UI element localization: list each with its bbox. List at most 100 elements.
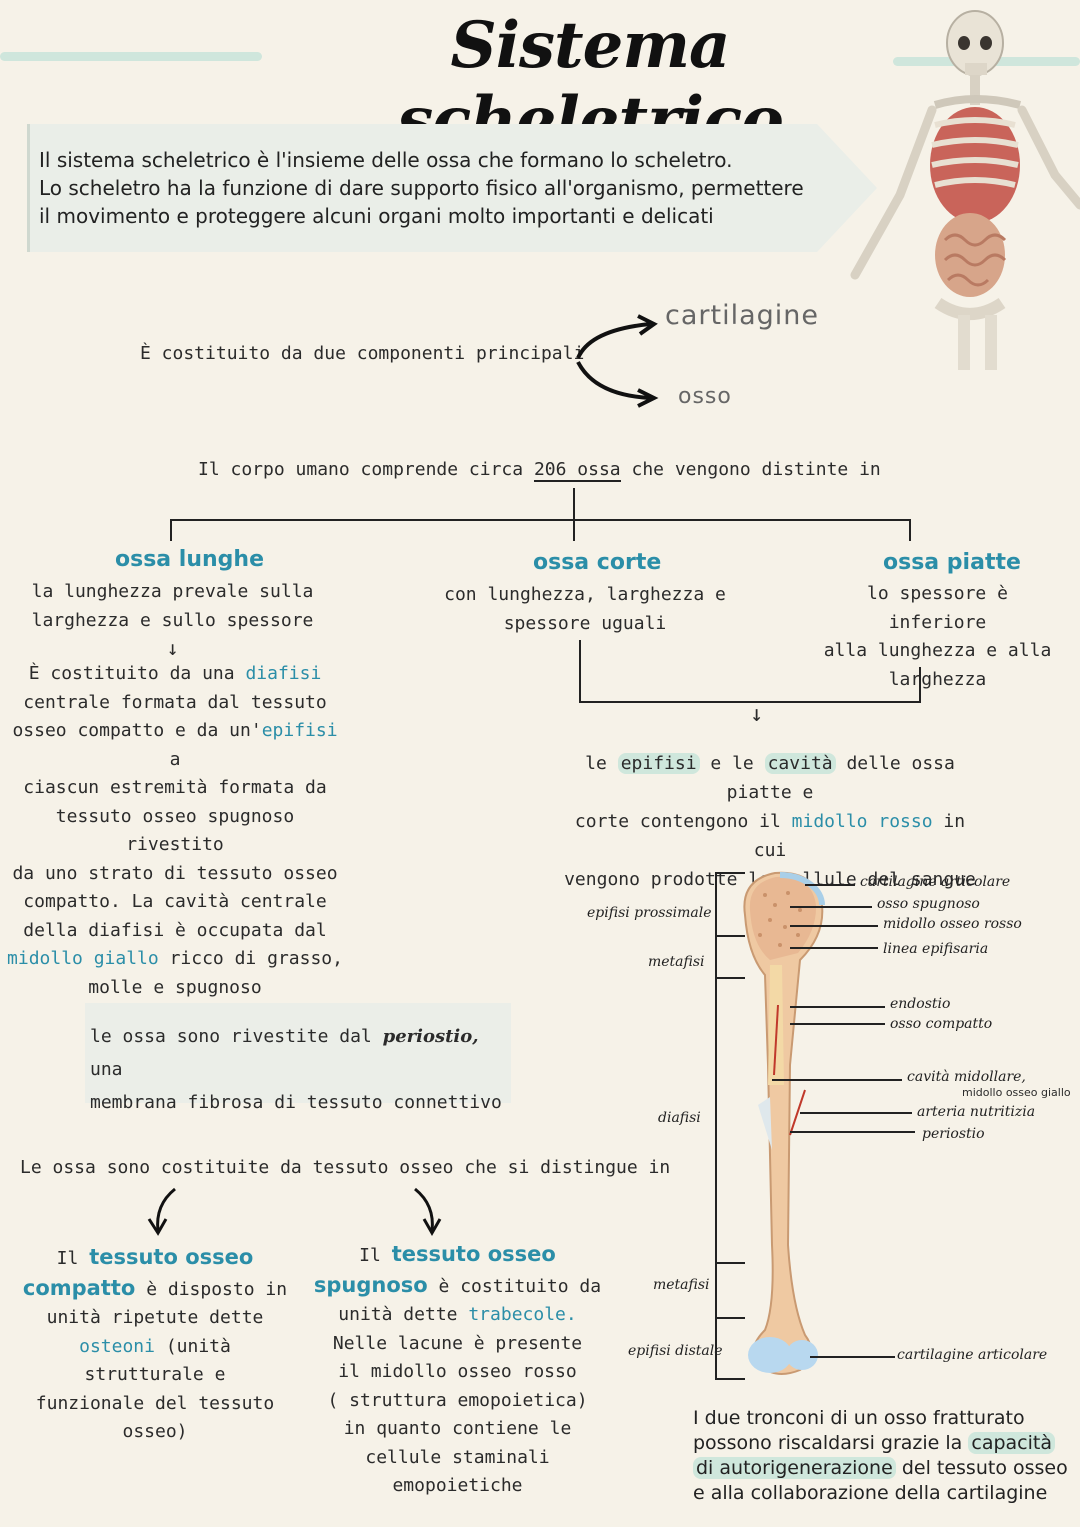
st-l6: ( struttura emopoietica) [327,1389,588,1411]
down-arrow-icon: ↓ [166,636,179,660]
pn-t3: membrana fibrosa di tessuto connettivo [90,1092,502,1113]
label-midollo-osseo-giallo: midollo osseo giallo [962,1086,1071,1099]
lb-p2: centrale formata dal tessuto [23,691,327,713]
st-l1b: tessuto osseo [391,1242,556,1266]
mn-midollo-rosso: midollo rosso [791,811,933,832]
st-l4: Nelle lacune è presente [332,1332,583,1354]
label-metafisi-top: metafisi [648,954,705,970]
lb-midollo-giallo: midollo giallo [7,948,159,969]
fn-autorigenerazione: di autorigenerazione [693,1457,896,1479]
st-l8: cellule staminali [365,1446,550,1468]
label-osso-compatto: osso compatto [890,1016,993,1032]
long-bones-paragraph: È costituito da una diafisi centrale for… [5,660,345,1002]
classification-pre: Il corpo umano comprende circa [198,459,524,480]
intro-line-1: Il sistema scheletrico è l'insieme delle… [39,148,733,172]
periostio-note-box: le ossa sono rivestite dal periostio, un… [85,1003,511,1113]
lb-p4: ciascun estremità formata da [23,777,327,798]
short-bones-desc-2: spessore uguali [503,612,667,634]
label-linea-epifisaria: linea epifisaria [883,941,989,957]
label-metafisi-bottom: metafisi [653,1277,710,1293]
st-l1a: Il [359,1245,381,1266]
tree-stem [573,488,575,520]
fn-l3b: del tessuto osseo [901,1457,1068,1479]
st-l5: il midollo osseo rosso [338,1361,577,1382]
bone-bracket-tick-2 [715,935,745,937]
flat-bones-desc-2: alla lunghezza e alla [823,640,1052,661]
label-cartilagine-articolare-bottom: cartilagine articolare [897,1347,1048,1363]
ct-l5: strutturale e [84,1364,226,1385]
label-arteria-nutritizia: arteria nutritizia [917,1104,1036,1120]
mn-t1: le [585,753,607,774]
leader-endostio [790,1006,885,1008]
lb-p3b: a [169,748,181,770]
st-l2a: spugnoso [313,1272,428,1297]
pn-t1: le ossa sono rivestite dal [90,1026,372,1047]
intro-box-border [27,124,30,252]
label-osso-spugnoso: osso spugnoso [877,896,980,912]
label-epifisi-distale: epifisi distale [628,1343,723,1359]
lb-p5: tessuto osseo spugnoso rivestito [55,805,295,856]
long-bones-desc-1: la lunghezza prevale sulla [31,581,314,602]
intro-box: Il sistema scheletrico è l'insieme delle… [27,124,817,252]
tree-branch-right [909,519,911,541]
ct-l1a: Il [56,1248,79,1269]
label-diafisi: diafisi [658,1110,701,1126]
classification-post: che vengono distinte in [631,459,881,480]
mn-t2: e le [710,753,754,774]
label-endostio: endostio [890,996,951,1012]
merge-line-horizontal [579,701,921,703]
ct-l2b: è disposto in [146,1278,288,1300]
spongy-tissue: Il tessuto osseo spugnoso è costituito d… [310,1240,605,1501]
leader-linea-epifisaria [790,947,878,949]
leader-osso-compatto [790,1023,885,1025]
label-periostio: periostio [922,1126,985,1142]
merge-line-right [919,667,921,702]
long-bone-illustration [710,865,850,1395]
mn-epifisi: epifisi [617,753,700,774]
st-l2b: è costituito da [438,1275,602,1297]
long-bones-desc: la lunghezza prevale sulla larghezza e s… [20,578,325,661]
leader-arteria [800,1112,912,1114]
leader-cartilagine-top [805,884,855,886]
pn-t2: una [90,1059,123,1080]
lb-p8: della diafisi è occupata dal [23,919,327,941]
leader-osso-spugnoso [790,906,872,908]
lb-p7: compatto. La cavità centrale [23,891,327,912]
st-l3a: unità dette [338,1304,458,1325]
fracture-note: I due tronconi di un osso fratturato pos… [693,1406,1068,1506]
bone-bracket-tick-3 [715,977,745,979]
label-cartilagine-articolare-top: cartilagine articolare [860,874,1011,890]
tree-horizontal [170,519,911,521]
mn-t5: in cui [753,811,966,861]
short-bones-desc-1: con lunghezza, larghezza e [444,584,726,605]
leader-periostio [790,1131,915,1133]
pn-periostio: periostio, [382,1026,479,1047]
marrow-note: le epifisi e le cavità delle ossa piatte… [555,749,985,894]
ct-l1b: tessuto osseo [89,1245,254,1269]
ct-l3: unità ripetute dette [46,1307,264,1328]
mn-cavita: cavità [764,753,836,774]
flat-bones-desc: lo spessore è inferiore alla lunghezza e… [815,580,1060,694]
short-bones-heading: ossa corte [533,550,662,575]
intro-box-arrow [817,124,877,252]
flat-bones-heading: ossa piatte [883,550,1021,575]
label-cavita-midollare: cavità midollare, [907,1069,1026,1085]
lb-p1: È costituito da una [28,663,235,684]
components-arrows [576,314,659,408]
mn-t4: corte contengono il [574,811,781,832]
tissue-arrows [147,1187,442,1237]
bone-bracket-tick-6 [715,1378,745,1380]
ct-l6: funzionale del tessuto [35,1392,275,1414]
long-bones-heading: ossa lunghe [115,547,265,572]
component-cartilagine: cartilagine [665,300,819,331]
leader-cavita-midollare [772,1079,902,1081]
skeleton-illustration [840,5,1080,370]
ct-l4b: (unità [165,1335,231,1357]
lb-p3a: osseo compatto e da un' [12,720,262,741]
intro-line-3: il movimento e proteggere alcuni organi … [39,204,714,228]
merge-arrow-icon: ↓ [750,702,764,727]
bone-bracket-vertical [715,872,717,1380]
bone-bracket-tick-4 [715,1262,745,1264]
leader-midollo-rosso [790,925,878,927]
bone-bracket-tick-1 [715,872,745,874]
